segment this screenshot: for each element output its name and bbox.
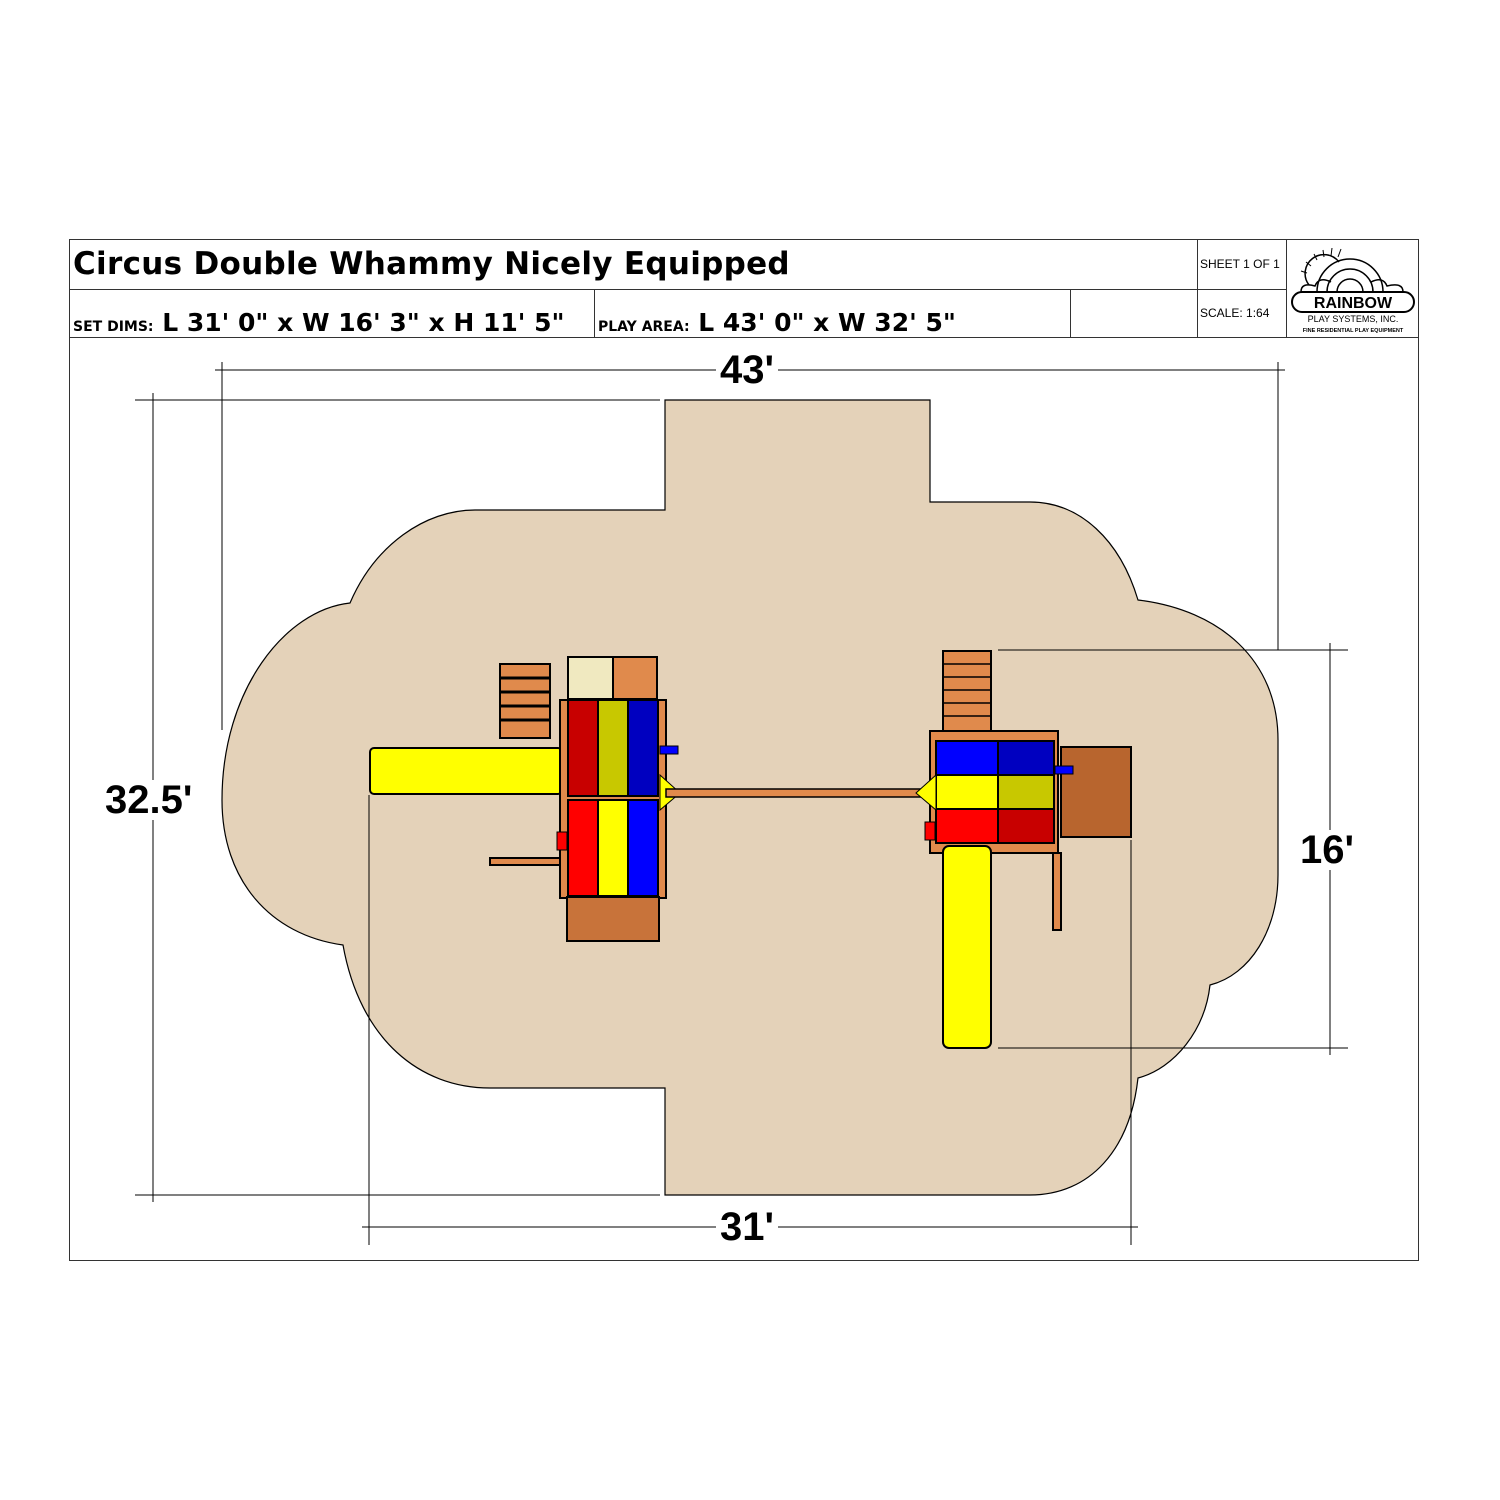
set-dims-label: SET DIMS: xyxy=(73,319,154,335)
swing-beam-stub xyxy=(1052,852,1062,931)
rock-wall xyxy=(566,896,660,942)
tube-slide-right xyxy=(942,845,992,1049)
rope-ladder xyxy=(499,663,551,739)
rainbow-logo: RAINBOW PLAY SYSTEMS, INC. FINE RESIDENT… xyxy=(1287,240,1419,338)
svg-text:RAINBOW: RAINBOW xyxy=(1314,295,1393,312)
set-length-label: 31' xyxy=(716,1207,779,1247)
ramp xyxy=(612,656,658,700)
title-block: Circus Double Whammy Nicely Equipped SET… xyxy=(69,239,1419,1261)
play-area-width-label: 32.5' xyxy=(101,780,197,820)
ladder xyxy=(567,656,614,700)
play-area-label: PLAY AREA: xyxy=(598,319,690,335)
set-width-label: 16' xyxy=(1296,830,1359,870)
ramp xyxy=(942,650,992,732)
right-playset xyxy=(915,650,1132,1049)
steering-wheel xyxy=(1054,765,1074,775)
tube-slide-left xyxy=(369,747,563,795)
left-playset xyxy=(369,656,681,942)
play-area: PLAY AREA: L 43' 0" x W 32' 5" xyxy=(595,290,1071,338)
svg-text:PLAY SYSTEMS, INC.: PLAY SYSTEMS, INC. xyxy=(1308,314,1399,324)
svg-text:FINE RESIDENTIAL PLAY EQUIPMEN: FINE RESIDENTIAL PLAY EQUIPMENT xyxy=(1303,328,1404,334)
set-dims-value: L 31' 0" x W 16' 3" x H 11' 5" xyxy=(162,308,565,337)
set-dims: SET DIMS: L 31' 0" x W 16' 3" x H 11' 5" xyxy=(70,290,595,338)
swing-beam-stub xyxy=(489,857,561,866)
rock-wall xyxy=(1060,746,1132,838)
play-area-length-label: 43' xyxy=(716,350,779,390)
sheet-number: SHEET 1 OF 1 xyxy=(1198,240,1287,290)
telescope xyxy=(556,831,568,851)
telescope xyxy=(924,821,936,841)
blank-cell xyxy=(1071,290,1198,338)
canopy-tarp-right xyxy=(935,740,1055,844)
plan-title: Circus Double Whammy Nicely Equipped xyxy=(70,240,1198,290)
bridge xyxy=(665,788,937,798)
play-area-value: L 43' 0" x W 32' 5" xyxy=(698,308,956,337)
rainbow-logo-icon: RAINBOW PLAY SYSTEMS, INC. FINE RESIDENT… xyxy=(1291,247,1415,334)
scale: SCALE: 1:64 xyxy=(1198,290,1287,338)
steering-wheel xyxy=(659,745,679,755)
